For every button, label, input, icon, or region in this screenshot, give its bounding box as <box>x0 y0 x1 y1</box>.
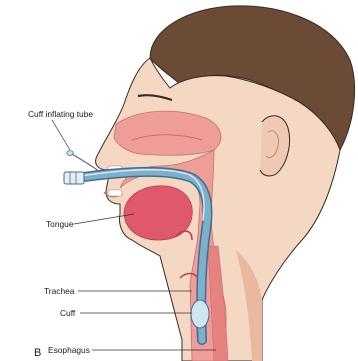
leader-cuff-inflating-tube <box>52 120 70 150</box>
cuff <box>191 300 209 328</box>
nasal-cavity <box>114 111 221 155</box>
label-cuff: Cuff <box>60 308 76 318</box>
tube-connector <box>64 172 84 184</box>
lower-teeth <box>108 190 122 196</box>
label-tongue: Tongue <box>46 219 74 229</box>
pilot-balloon <box>67 151 73 156</box>
label-trachea: Trachea <box>44 286 75 296</box>
panel-letter: B <box>34 347 41 359</box>
label-cuff-inflating-tube: Cuff inflating tube <box>28 109 93 119</box>
label-esophagus: Esophagus <box>48 345 90 355</box>
